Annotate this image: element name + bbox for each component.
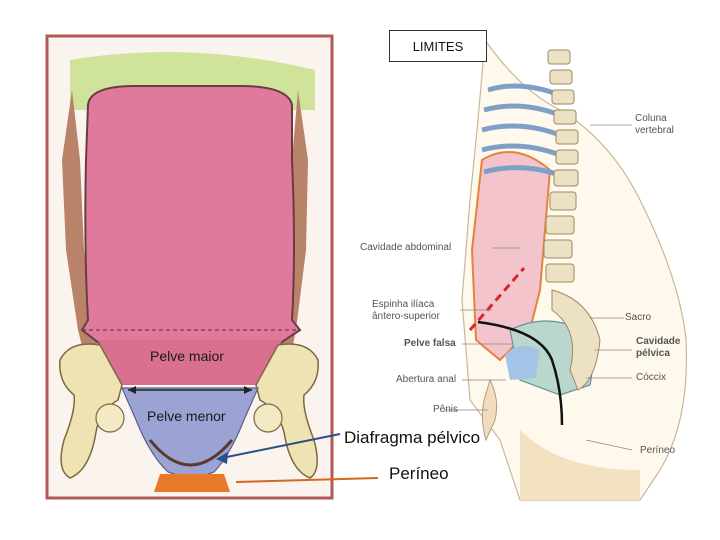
vertebra [550, 70, 572, 84]
vertebra [554, 110, 576, 124]
callout-perineo: Períneo [389, 464, 449, 484]
vertebra [554, 170, 578, 186]
perineum-region [154, 474, 230, 492]
vertebra [546, 216, 574, 234]
label-pelve-falsa: Pelve falsa [404, 338, 456, 350]
label-abertura-anal: Abertura anal [396, 374, 456, 386]
vertebra [556, 150, 578, 164]
label-cavidade-pelvica: Cavidade pélvica [636, 336, 696, 360]
title-box: LIMITES [389, 30, 487, 62]
vertebra [550, 192, 576, 210]
vertebra [548, 50, 570, 64]
vertebra [552, 90, 574, 104]
label-coluna-vertebral: Coluna vertebral [635, 113, 705, 137]
label-sacro: Sacro [625, 312, 651, 324]
side-bladder [505, 346, 540, 380]
label-cavidade-abdominal: Cavidade abdominal [360, 242, 451, 254]
vertebra [546, 264, 574, 282]
abdominal-cavity [82, 86, 300, 356]
callout-diafragma-pelvico: Diafragma pélvico [344, 428, 480, 448]
title-text: LIMITES [413, 39, 464, 54]
vertebra [556, 130, 578, 144]
label-pelve-maior: Pelve maior [150, 348, 224, 364]
vertebra [544, 240, 572, 258]
label-perineo-side: Períneo [640, 445, 675, 457]
label-pelve-menor: Pelve menor [147, 408, 226, 424]
left-femoral-head [96, 404, 124, 432]
label-coccix: Cóccix [636, 372, 666, 384]
label-penis: Pênis [433, 404, 458, 416]
label-espinha-iliaca: Espinha ilíaca ântero-superior [372, 299, 464, 323]
right-femoral-head [254, 404, 282, 432]
